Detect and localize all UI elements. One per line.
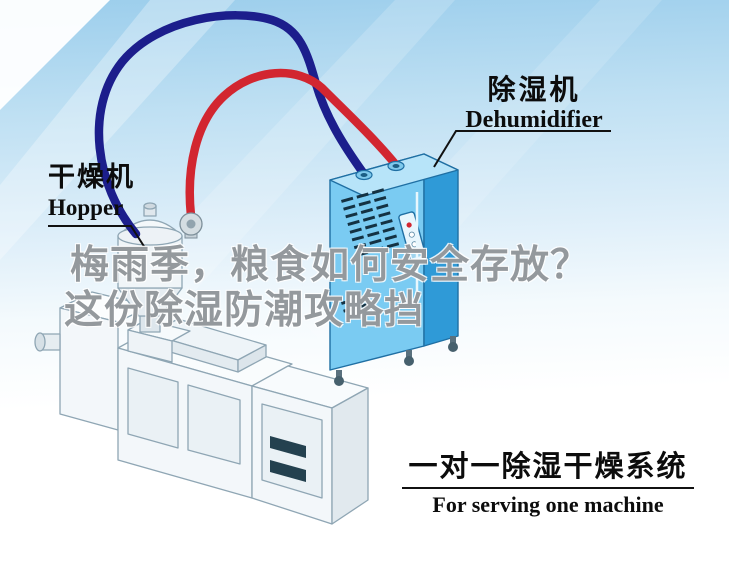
lower-vent-grille bbox=[341, 294, 371, 313]
dehumidifier-cabinet bbox=[329, 153, 459, 386]
dehumidifier-label-zh: 除湿机 bbox=[487, 74, 581, 105]
watermark-line-2: 这份除湿防潮攻略挡 bbox=[64, 289, 425, 332]
barrel-cover-end bbox=[237, 344, 267, 373]
bed-panel-2 bbox=[187, 384, 241, 465]
vent-grille bbox=[341, 188, 400, 257]
extruder-right-box-side bbox=[331, 387, 369, 525]
system-label-en: For serving one machine bbox=[432, 492, 664, 517]
dehumidifier-label: 除湿机 Dehumidifier bbox=[452, 74, 616, 133]
dry-air-supply-pipe bbox=[94, 11, 369, 239]
hopper-pipe-fitting bbox=[179, 212, 203, 239]
panel-button-2 bbox=[408, 231, 415, 238]
dehumidifier-ports bbox=[355, 160, 405, 181]
system-label: 一对一除湿干燥系统 For serving one machine bbox=[402, 450, 694, 517]
return-air-pipe bbox=[185, 68, 401, 221]
hopper-label: 干燥机 Hopper bbox=[48, 162, 135, 221]
hopper-label-zh: 干燥机 bbox=[48, 162, 135, 192]
extruder-machine bbox=[34, 291, 369, 525]
watermark-line-1: 梅雨季，粮食如何安全存放？ bbox=[70, 244, 591, 287]
dehumidifier-label-en: Dehumidifier bbox=[465, 107, 603, 133]
right-box-vent-1 bbox=[270, 436, 306, 458]
right-box-vent-2 bbox=[270, 460, 306, 482]
hopper-label-leader bbox=[48, 225, 148, 252]
system-label-zh: 一对一除湿干燥系统 bbox=[408, 451, 688, 483]
bed-panel-1 bbox=[127, 367, 179, 449]
casters bbox=[334, 336, 458, 386]
hopper-label-en: Hopper bbox=[48, 195, 124, 220]
hopper-pedestal-front bbox=[127, 329, 173, 363]
power-button bbox=[406, 222, 412, 228]
dehumidifier-label-leader bbox=[433, 130, 611, 168]
